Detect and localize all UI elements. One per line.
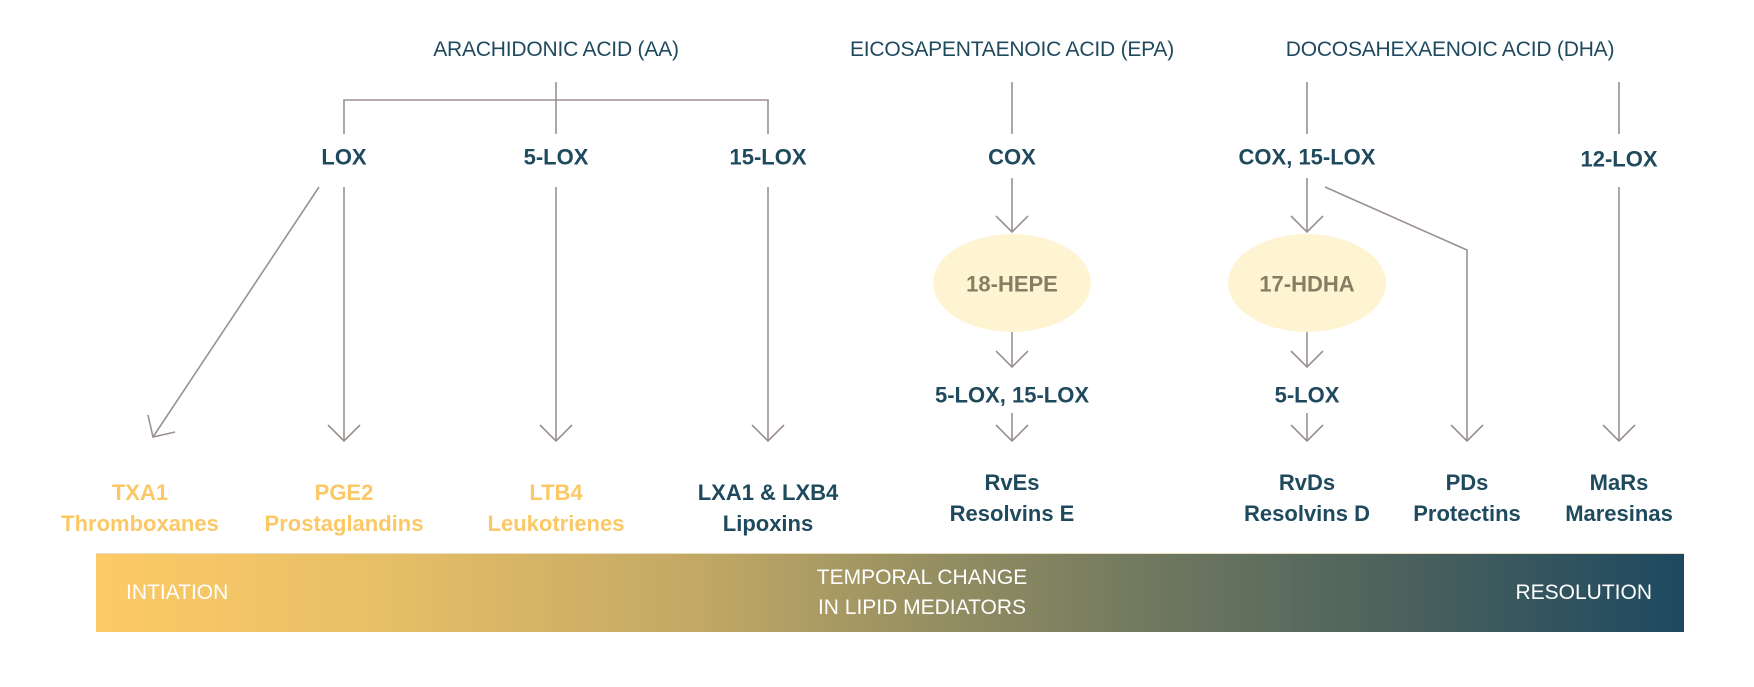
- cox-to-hepe-arrowhead: [995, 215, 1029, 234]
- enzyme-12lox: 12-LOX: [1580, 146, 1658, 172]
- band-label-line1: TEMPORAL CHANGE: [816, 566, 1028, 589]
- cox15lox-to-protectins-arrowhead: [1450, 424, 1484, 443]
- product-maresins: MaRs Maresinas: [1565, 467, 1673, 529]
- product-name: Maresinas: [1565, 501, 1673, 526]
- product-thromboxanes: TXA1 Thromboxanes: [61, 477, 219, 539]
- product-resolvins-e: RvEs Resolvins E: [950, 467, 1075, 529]
- lox-to-rves-arrowhead: [995, 424, 1029, 443]
- product-code: LTB4: [529, 480, 583, 505]
- band-label-line2: IN LIPID MEDIATORS: [817, 596, 1027, 619]
- enzyme-dha-5lox: 5-LOX: [1274, 382, 1340, 408]
- intermediate-18-hepe: 18-HEPE: [966, 271, 1058, 297]
- product-code: RvEs: [984, 470, 1040, 495]
- product-code: MaRs: [1589, 470, 1649, 495]
- product-name: Resolvins D: [1244, 501, 1370, 526]
- product-code: TXA1: [111, 480, 169, 505]
- 15lox-to-lipoxins-arrowhead: [751, 424, 785, 443]
- product-code: PDs: [1445, 470, 1489, 495]
- cox15lox-to-hdha-arrowhead: [1290, 215, 1324, 234]
- product-lipoxins: LXA1 & LXB4 Lipoxins: [698, 477, 839, 539]
- lox-to-txa1-arrow: [152, 186, 320, 438]
- enzyme-5lox-15lox: 5-LOX, 15-LOX: [934, 382, 1090, 408]
- cox15lox-to-protectins-arrow: [1324, 186, 1468, 441]
- enzyme-lox: LOX: [321, 144, 367, 170]
- product-name: Resolvins E: [949, 501, 1075, 526]
- product-name: Protectins: [1413, 501, 1521, 526]
- enzyme-15lox: 15-LOX: [729, 144, 807, 170]
- temporal-gradient-band: INTIATION TEMPORAL CHANGE IN LIPID MEDIA…: [96, 553, 1684, 632]
- aa-header: ARACHIDONIC ACID (AA): [433, 37, 679, 61]
- product-protectins: PDs Protectins: [1413, 467, 1521, 529]
- lox-to-txa1-arrowhead: [147, 414, 176, 438]
- product-name: Thromboxanes: [61, 511, 219, 536]
- 5lox-to-rvds-arrowhead: [1290, 424, 1324, 443]
- enzyme-5lox: 5-LOX: [523, 144, 589, 170]
- lox-to-pge2-arrowhead: [327, 424, 361, 443]
- enzyme-cox: COX: [988, 144, 1036, 170]
- band-label-resolution: RESOLUTION: [1515, 581, 1652, 604]
- product-code: LXA1 & LXB4: [697, 480, 839, 505]
- 12lox-to-mars-arrowhead: [1602, 424, 1636, 443]
- product-name: Lipoxins: [722, 511, 814, 536]
- hdha-ellipse: [1228, 234, 1386, 332]
- 5lox-to-ltb4-arrowhead: [539, 424, 573, 443]
- enzyme-cox-15lox: COX, 15-LOX: [1238, 144, 1376, 170]
- product-name: Leukotrienes: [487, 511, 625, 536]
- aa-bracket-line: [343, 99, 769, 134]
- product-name: Prostaglandins: [264, 511, 424, 536]
- band-label-temporal-change: TEMPORAL CHANGE IN LIPID MEDIATORS: [817, 563, 1027, 623]
- product-code: RvDs: [1278, 470, 1336, 495]
- product-code: PGE2: [314, 480, 374, 505]
- intermediate-17-hdha: 17-HDHA: [1259, 271, 1355, 297]
- hdha-to-5lox-arrowhead: [1290, 350, 1324, 369]
- product-resolvins-d: RvDs Resolvins D: [1244, 467, 1370, 529]
- band-label-initiation: INTIATION: [126, 581, 229, 604]
- product-leukotrienes: LTB4 Leukotrienes: [488, 477, 625, 539]
- hepe-to-lox-arrowhead: [995, 350, 1029, 369]
- epa-header: EICOSAPENTAENOIC ACID (EPA): [849, 37, 1175, 61]
- product-prostaglandins: PGE2 Prostaglandins: [265, 477, 424, 539]
- dha-header: DOCOSAHEXAENOIC ACID (DHA): [1285, 37, 1615, 61]
- hepe-ellipse: [933, 234, 1091, 332]
